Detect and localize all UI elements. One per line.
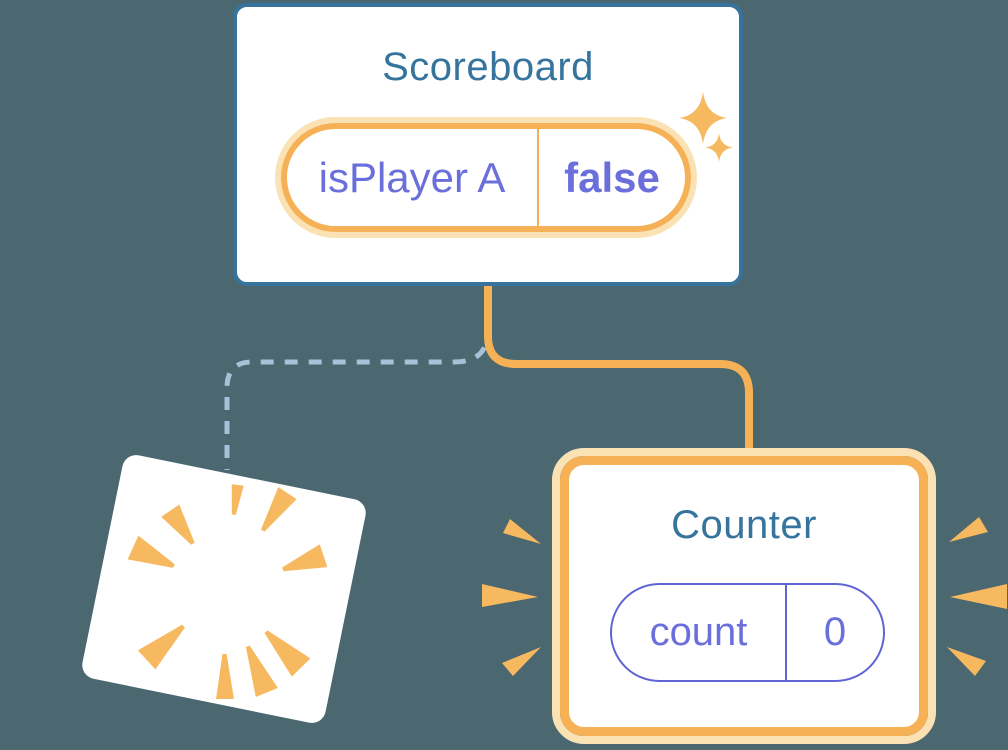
burst-ray [231, 484, 244, 515]
counter-pill-label: count [649, 610, 748, 654]
counter-pill-divider [785, 585, 787, 680]
burst-ray [282, 544, 328, 572]
burst-ray [245, 645, 278, 698]
counter-pill-value: 0 [823, 610, 847, 654]
counter-card-border: Counter count 0 [560, 456, 928, 736]
burst-ray [260, 487, 297, 532]
state-pill-divider [537, 129, 539, 226]
scoreboard-title: Scoreboard [382, 45, 594, 89]
emphasis-ray [503, 519, 541, 544]
burst-icon [127, 484, 328, 700]
burst-ray [161, 504, 195, 545]
destroyed-component-card [79, 452, 369, 726]
active-branch-line [484, 283, 753, 458]
counter-component-card: Counter count 0 [552, 448, 936, 744]
emphasis-ray [482, 584, 538, 607]
counter-state-pill: count 0 [610, 583, 885, 682]
scoreboard-component-card: Scoreboard isPlayer A false [233, 3, 743, 286]
burst-ray [215, 654, 234, 700]
sparkle-small [705, 133, 733, 162]
state-pill-value: false [564, 153, 660, 201]
removed-branch-dashed-line [224, 300, 491, 470]
counter-title: Counter [671, 503, 817, 547]
burst-ray [137, 624, 185, 670]
emphasis-ray [950, 584, 1007, 609]
emphasis-ray [949, 517, 988, 542]
burst-ray [264, 630, 311, 677]
burst-ray [127, 535, 175, 568]
sparkle-icon [679, 92, 733, 162]
state-pill-label: isPlayer A [318, 153, 506, 201]
sparkle-large [679, 92, 727, 144]
emphasis-ray [947, 647, 986, 676]
scoreboard-state-pill: isPlayer A false [275, 117, 697, 238]
emphasis-ray [502, 647, 541, 676]
state-pill-body: isPlayer A false [281, 123, 691, 232]
